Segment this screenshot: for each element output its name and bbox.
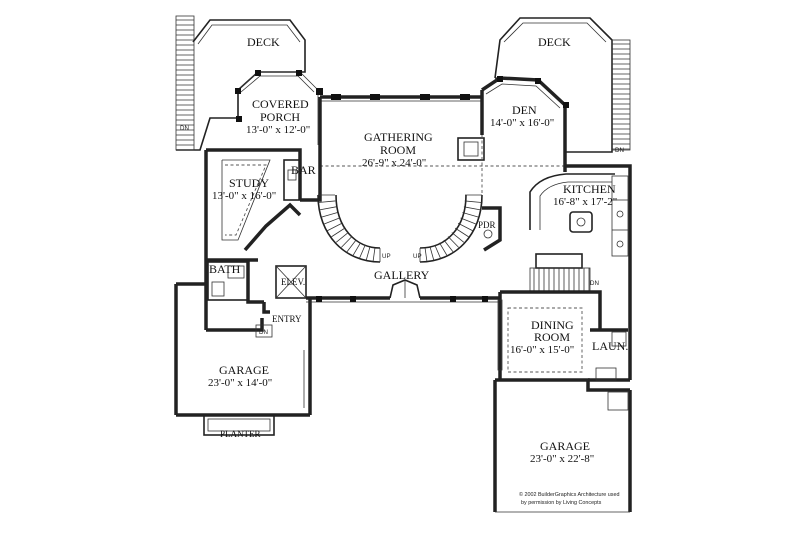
covered-porch-label-2: PORCH (260, 110, 300, 124)
gathering-room-label-2: ROOM (380, 143, 416, 157)
credit-line-1: © 2002 BuilderGraphics Architecture used (519, 491, 619, 498)
deck-left-label: DECK (247, 35, 280, 49)
powder-room (482, 206, 502, 252)
deck-right-label: DECK (538, 35, 571, 49)
stair-tread (359, 244, 366, 259)
stair-tread (464, 200, 482, 203)
stair-tread (331, 227, 346, 238)
stair-left (175, 15, 195, 151)
stair-tread (462, 212, 479, 218)
dining-room-size: 16'-0" x 15'-0" (510, 344, 574, 356)
stair-tread (319, 206, 337, 211)
stair-tread (447, 236, 459, 248)
garage-left-label: GARAGE (219, 363, 269, 377)
kitchen-size: 16'-8" x 17'-2" (553, 196, 617, 208)
pdr-label: PDR (478, 220, 496, 230)
covered-porch-label-1: COVERED (252, 97, 309, 111)
curved-stairs (317, 194, 483, 263)
kitchen-stair-dn-label: DN (590, 280, 599, 287)
stair-right-dn-label: DN (615, 147, 624, 154)
den-size: 14'-0" x 16'-0" (490, 117, 554, 129)
stair-tread (327, 222, 343, 231)
elevator (275, 265, 307, 299)
stair-tread (439, 242, 448, 256)
stair-up-left-label: UP (382, 253, 391, 260)
stair-tread (372, 247, 376, 262)
gallery-label: GALLERY (374, 268, 430, 282)
stair-tread (346, 239, 357, 252)
stair-tread (434, 244, 441, 259)
stair-tread (454, 227, 469, 238)
dining-room-label-2: ROOM (534, 330, 570, 344)
stair-tread (365, 246, 371, 261)
garage-right (493, 378, 632, 513)
laun-label: LAUN. (592, 339, 628, 353)
kitchen-label: KITCHEN (563, 182, 616, 196)
stair-tread (429, 246, 435, 261)
stair-tread (460, 217, 477, 225)
study-size: 13'-0" x 16'-0" (212, 190, 276, 202)
dining-room-label-1: DINING (531, 318, 574, 332)
kitchen-stair (529, 253, 591, 293)
stair-tread (424, 247, 428, 262)
kitchen-walls (529, 164, 632, 380)
den-walls (481, 76, 569, 200)
dining-room (497, 290, 602, 380)
stair-tread (341, 236, 353, 248)
gathering-room-label-1: GATHERING (364, 130, 433, 144)
gallery (306, 279, 500, 303)
stair-tread (457, 222, 473, 231)
left-wing-walls (204, 148, 322, 332)
stair-tread (335, 232, 349, 243)
study-label: STUDY (229, 176, 269, 190)
garage-right-size: 23'-0" x 22'-8" (530, 453, 594, 465)
credit-line-2: by permission by Living Concepts (521, 500, 602, 506)
gathering-room-size: 26'-9" x 24'-0" (362, 157, 426, 169)
stair-tread (443, 239, 454, 252)
stair-tread (321, 212, 338, 218)
laundry (588, 328, 630, 382)
stair-right (611, 39, 631, 151)
entry (255, 298, 312, 338)
entry-label: ENTRY (272, 314, 302, 324)
covered-porch (235, 70, 323, 145)
bar-label: BAR (291, 163, 316, 177)
stair-tread (463, 206, 481, 211)
stair-tread (323, 217, 340, 225)
entry-dn-label: DN (259, 329, 268, 336)
den-label: DEN (512, 103, 537, 117)
stair-up-right-label: UP (413, 253, 422, 260)
elev-label: ELEV. (281, 277, 305, 287)
garage-left (174, 282, 312, 436)
stair-left-dn-label: DN (180, 125, 189, 132)
stair-tread (451, 232, 465, 243)
planter-label: PLANTER (220, 429, 261, 439)
garage-right-label: GARAGE (540, 439, 590, 453)
garage-left-size: 23'-0" x 14'-0" (208, 377, 272, 389)
gathering-room-walls (318, 90, 565, 167)
stair-tread (352, 242, 361, 256)
bath-label: BATH (209, 262, 241, 276)
stair-tread (318, 200, 336, 203)
covered-porch-size: 13'-0" x 12'-0" (246, 124, 310, 136)
